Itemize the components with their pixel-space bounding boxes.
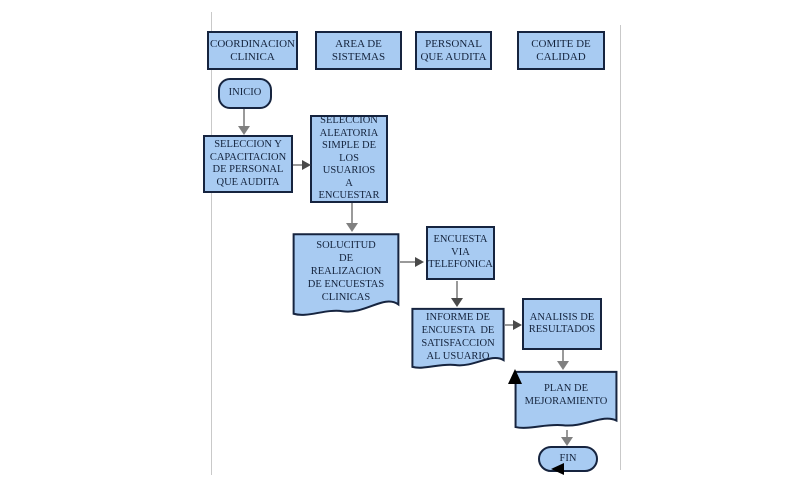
node-label: ENCUESTA VIA TELEFONICA xyxy=(428,234,493,271)
lane-header-coordinacion-clinica: COORDINACION CLINICA xyxy=(207,31,298,70)
arrow-analisis-to-plan xyxy=(562,350,564,362)
process-seleccion-capacitacion: SELECCION Y CAPACITACION DE PERSONAL QUE… xyxy=(203,135,293,193)
node-label: PLAN DE MEJORAMIENTO xyxy=(524,383,608,407)
node-label: SOLUCITUD DE REALIZACION DE ENCUESTAS CL… xyxy=(307,240,385,303)
arrowhead-left-black-icon xyxy=(551,463,564,475)
process-seleccion-aleatoria: SELECCION ALEATORIA SIMPLE DE LOS USUARI… xyxy=(310,115,388,203)
node-label: SELECCION Y CAPACITACION DE PERSONAL QUE… xyxy=(209,139,287,188)
lane-header-area-de-sistemas: AREA DE SISTEMAS xyxy=(315,31,402,70)
arrowhead-up-black-icon xyxy=(508,369,522,384)
lane-header-label: COORDINACION CLINICA xyxy=(210,37,295,63)
node-label: FIN xyxy=(559,452,577,464)
document-solicitud-encuestas: SOLUCITUD DE REALIZACION DE ENCUESTAS CL… xyxy=(292,233,400,318)
document-shape-icon xyxy=(514,371,618,430)
node-label: SELECCION ALEATORIA SIMPLE DE LOS USUARI… xyxy=(318,115,380,202)
lane-header-personal-que-audita: PERSONAL QUE AUDITA xyxy=(415,31,492,70)
arrowhead-down-icon xyxy=(557,361,569,370)
lane-header-label: AREA DE SISTEMAS xyxy=(331,37,386,63)
document-shape-icon xyxy=(411,308,505,370)
arrow-solicitud-to-encuesta xyxy=(400,261,416,263)
arrowhead-right-icon xyxy=(513,320,522,330)
arrowhead-down-icon xyxy=(346,223,358,232)
process-analisis-resultados: ANALISIS DE RESULTADOS xyxy=(522,298,602,350)
node-label: ANALISIS DE RESULTADOS xyxy=(528,311,596,336)
node-label: INICIO xyxy=(228,87,262,99)
arrow-encuesta-to-informe xyxy=(456,281,458,299)
arrow-aleatoria-to-solicitud xyxy=(351,203,353,224)
lane-header-label: COMITE DE CALIDAD xyxy=(531,37,591,63)
arrowhead-down-icon xyxy=(238,126,250,135)
arrow-seleccion-to-aleatoria xyxy=(293,164,303,166)
lane-header-label: PERSONAL QUE AUDITA xyxy=(420,37,487,63)
arrowhead-right-icon xyxy=(415,257,424,267)
arrow-inicio-to-seleccion xyxy=(243,109,245,127)
arrowhead-down-icon xyxy=(451,298,463,307)
node-label: INFORME DE ENCUESTA DE SATISFACCION AL U… xyxy=(421,312,495,362)
end-terminator-fin: FIN xyxy=(538,446,598,472)
arrowhead-down-icon xyxy=(561,437,573,446)
process-encuesta-telefonica: ENCUESTA VIA TELEFONICA xyxy=(426,226,495,280)
lane-header-comite-de-calidad: COMITE DE CALIDAD xyxy=(517,31,605,70)
lane-divider-left xyxy=(211,12,212,475)
arrow-plan-to-fin xyxy=(566,430,568,438)
document-plan-mejoramiento: PLAN DE MEJORAMIENTO xyxy=(514,371,618,430)
lane-divider-right xyxy=(620,25,621,470)
document-informe-encuesta: INFORME DE ENCUESTA DE SATISFACCION AL U… xyxy=(411,308,505,370)
arrowhead-right-icon xyxy=(302,160,311,170)
arrow-informe-to-analisis xyxy=(505,324,514,326)
start-terminator-inicio: INICIO xyxy=(218,78,272,109)
document-shape-icon xyxy=(292,233,400,318)
